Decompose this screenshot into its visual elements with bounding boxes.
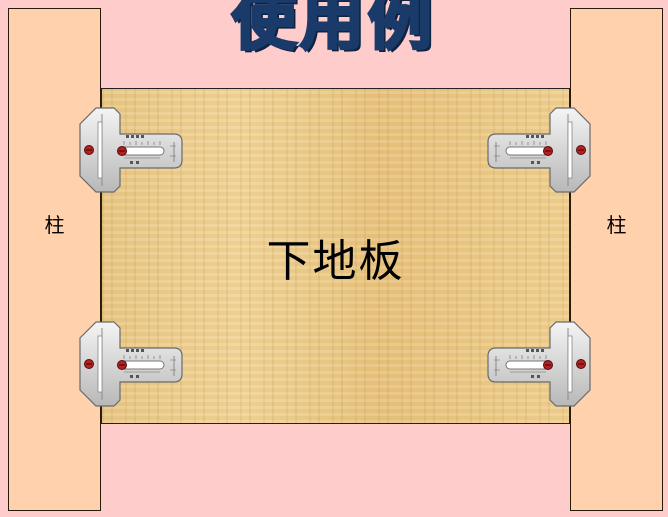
bracket-bottom-left-metal-bracket-icon: [74, 318, 186, 410]
diagram-title: 使用例: [231, 0, 436, 60]
pillar-right-label: 柱: [606, 213, 627, 237]
bracket-top-right-metal-bracket-icon: [484, 104, 596, 196]
bracket-top-left-metal-bracket-icon: [74, 104, 186, 196]
pillar-left: 柱: [8, 8, 101, 511]
bracket-bottom-right-metal-bracket-icon: [484, 318, 596, 410]
pillar-right: 柱: [570, 8, 663, 511]
base-board-label: 下地板: [266, 236, 405, 287]
pillar-left-label: 柱: [44, 213, 65, 237]
